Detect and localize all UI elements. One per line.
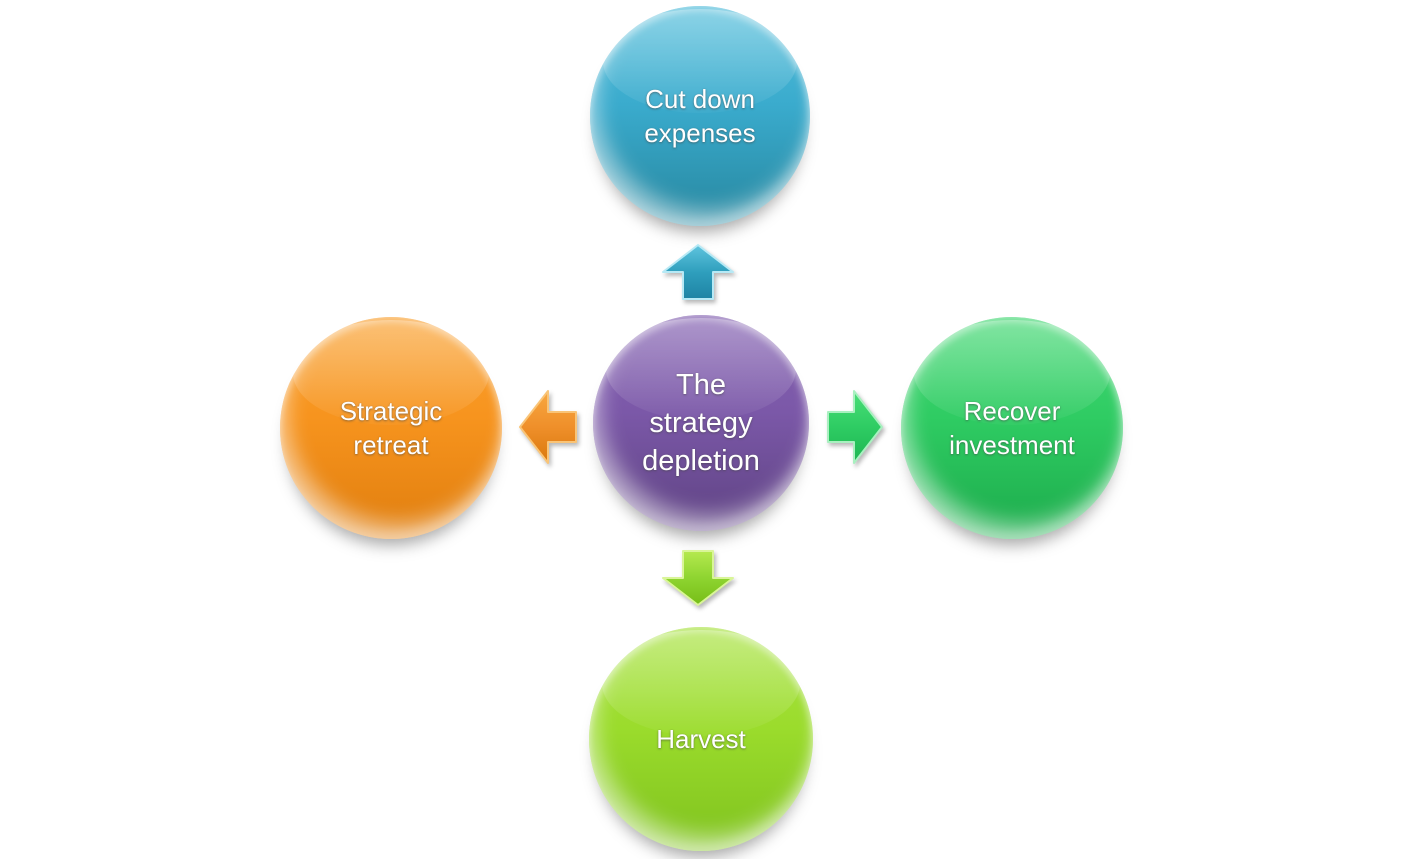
- node-harvest-label: Harvest: [656, 723, 746, 754]
- node-cut-down-expenses-label: Cut down expenses: [644, 83, 756, 148]
- node-center-hub: The strategy depletion: [593, 315, 809, 531]
- left-arrow-icon: [519, 390, 577, 464]
- node-strategic-retreat: Strategic retreat: [280, 317, 502, 539]
- right-arrow-icon: [827, 390, 883, 464]
- node-center-hub-label: The strategy depletion: [642, 368, 760, 478]
- node-harvest: Harvest: [589, 627, 813, 851]
- node-recover-investment: Recover investment: [901, 317, 1123, 539]
- node-strategic-retreat-label: Strategic retreat: [339, 395, 443, 460]
- node-recover-investment-label: Recover investment: [949, 395, 1075, 460]
- down-arrow-icon: [662, 550, 734, 606]
- up-arrow-icon: [662, 244, 734, 300]
- node-cut-down-expenses: Cut down expenses: [590, 6, 810, 226]
